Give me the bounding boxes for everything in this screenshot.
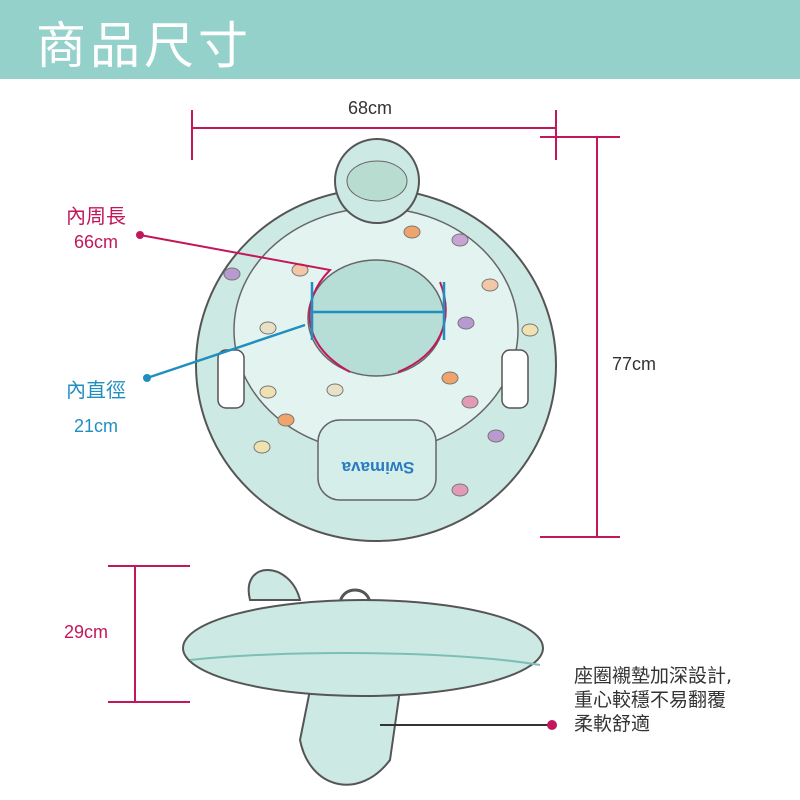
length-dimension: 77cm (612, 354, 657, 374)
note-line: 柔軟舒適 (574, 713, 651, 735)
inner-diameter-value: 21cm (74, 416, 119, 436)
header-bar: 商品尺寸 (0, 0, 800, 79)
dimension-lines (108, 110, 620, 726)
height-dimension: 29cm (64, 622, 109, 642)
note-line: 座圈襯墊加深設計, (574, 665, 733, 687)
inner-circumference-label: 內周長 (66, 206, 126, 228)
float-side-view (182, 569, 544, 786)
brand-logo: Swimava (341, 458, 414, 477)
note-line: 重心較穩不易翻覆 (574, 689, 727, 711)
feature-note: 座圈襯墊加深設計, 重心較穩不易翻覆 柔軟舒適 (574, 664, 732, 736)
width-dimension: 68cm (348, 98, 393, 118)
page-title: 商品尺寸 (36, 17, 252, 75)
inner-circumference-value: 66cm (74, 232, 119, 252)
float-top-view: Swimava (195, 138, 557, 542)
inner-diameter-label: 內直徑 (66, 380, 126, 402)
